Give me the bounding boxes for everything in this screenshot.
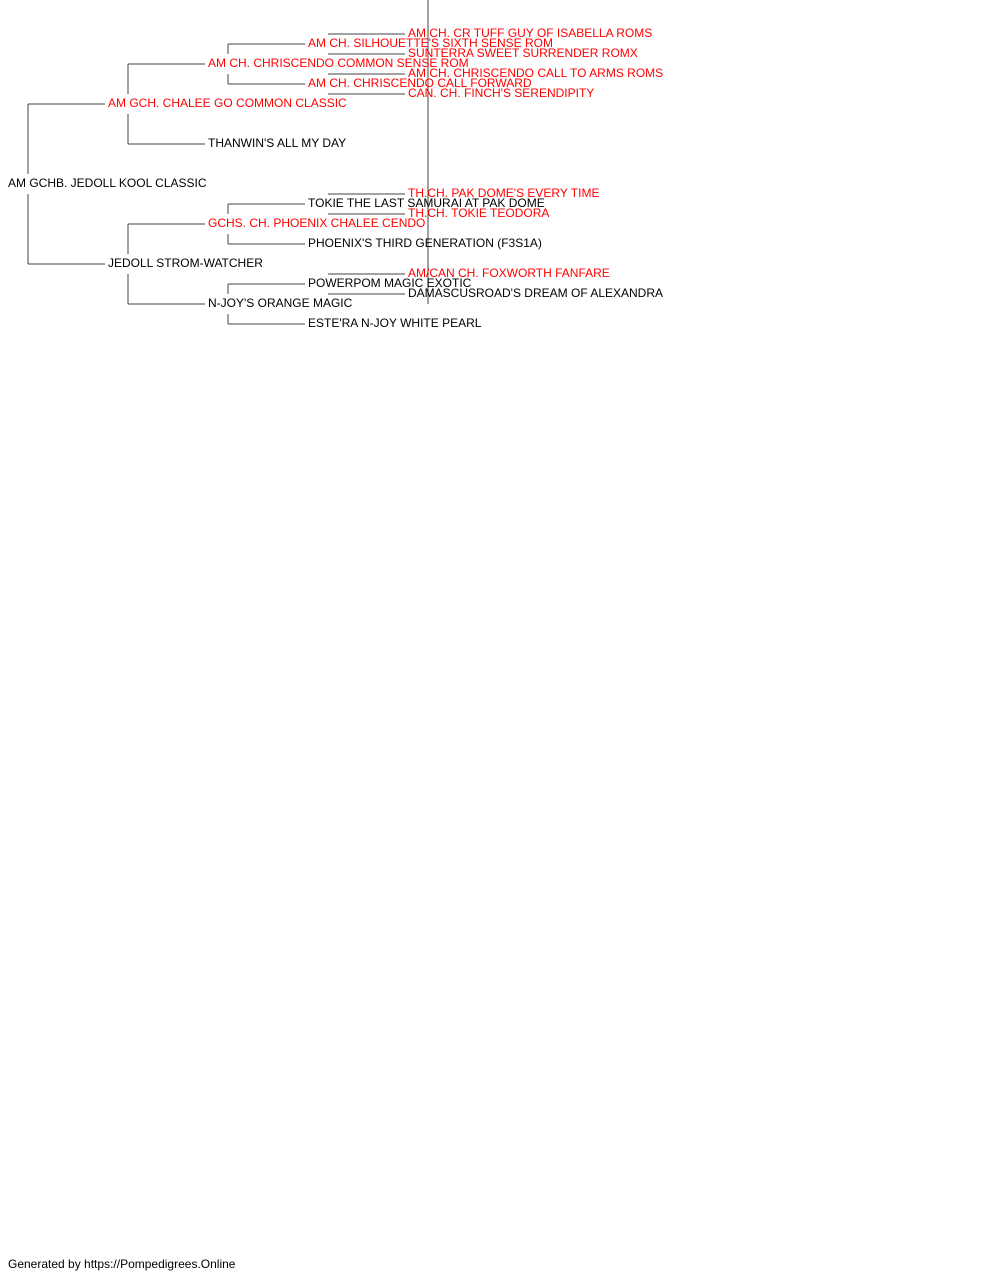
- ancestor-name: TH.CH. TOKIE TEODORA: [408, 206, 550, 220]
- ancestor-name: TH.CH. PAK DOME'S EVERY TIME: [408, 186, 600, 200]
- ancestor-name: AM GCH. CHALEE GO COMMON CLASSIC: [108, 96, 347, 110]
- ancestor-name: AM CH. CR TUFF GUY OF ISABELLA ROMS: [408, 26, 653, 40]
- ancestor-name: AM/CAN CH. FOXWORTH FANFARE: [408, 266, 610, 280]
- ancestor-name: AM CH. CHRISCENDO CALL TO ARMS ROMS: [408, 66, 664, 80]
- ancestor-name: PHOENIX'S THIRD GENERATION (F3S1A): [308, 236, 542, 250]
- subject-dog-name: AM GCHB. JEDOLL KOOL CLASSIC: [8, 176, 207, 190]
- ancestor-name: AM CH. CHRISCENDO COMMON SENSE ROM: [208, 56, 469, 70]
- ancestor-name: POWERPOM MAGIC EXOTIC: [308, 276, 472, 290]
- generated-by-footer: Generated by https://Pompedigrees.Online: [8, 1257, 236, 1271]
- ancestor-name: THANWIN'S ALL MY DAY: [208, 136, 347, 150]
- ancestor-name: AM CH. CHRISCENDO CALL FORWARD: [308, 76, 532, 90]
- ancestor-name: AM CH. SILHOUETTE'S SIXTH SENSE ROM: [308, 36, 553, 50]
- ancestor-name: JEDOLL STROM-WATCHER: [108, 256, 263, 270]
- ancestor-name: DAMASCUSROAD'S DREAM OF ALEXANDRA: [408, 286, 664, 300]
- ancestor-name: N-JOY'S ORANGE MAGIC: [208, 296, 353, 310]
- ancestor-name: SUNTERRA SWEET SURRENDER ROMX: [408, 46, 638, 60]
- ancestor-name: CAN. CH. FINCH'S SERENDIPITY: [408, 86, 595, 100]
- ancestor-name: GCHS. CH. PHOENIX CHALEE CENDO: [208, 216, 426, 230]
- ancestor-name: TOKIE THE LAST SAMURAI AT PAK DOME: [308, 196, 545, 210]
- ancestor-name: ESTE'RA N-JOY WHITE PEARL: [308, 316, 482, 330]
